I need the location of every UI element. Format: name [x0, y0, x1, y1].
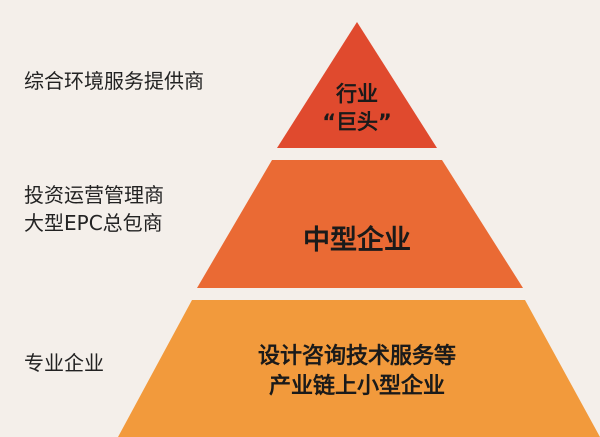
tier-middle-label: 中型企业	[257, 224, 457, 258]
tier-top-label: 行业 “巨头”	[297, 80, 417, 136]
label-specialized-enterprises: 专业企业	[24, 351, 104, 375]
tier-top-line1: 行业	[336, 82, 378, 106]
tier-bottom-line1: 设计咨询技术服务等	[257, 344, 456, 369]
label-large-epc-contractor: 大型EPC总包商	[24, 211, 163, 235]
tier-bottom-label: 设计咨询技术服务等 产业链上小型企业	[197, 342, 517, 402]
tier-top-shape	[277, 22, 437, 148]
tier-middle-line1: 中型企业	[303, 225, 411, 256]
label-investment-operation-manager: 投资运营管理商	[24, 183, 164, 207]
tier-bottom-shape	[118, 300, 600, 437]
tier-bottom-line2: 产业链上小型企业	[268, 374, 445, 399]
tier-middle-shape	[197, 160, 523, 288]
label-comprehensive-service-provider: 综合环境服务提供商	[24, 69, 204, 93]
tier-top-line2: “巨头”	[322, 110, 392, 134]
